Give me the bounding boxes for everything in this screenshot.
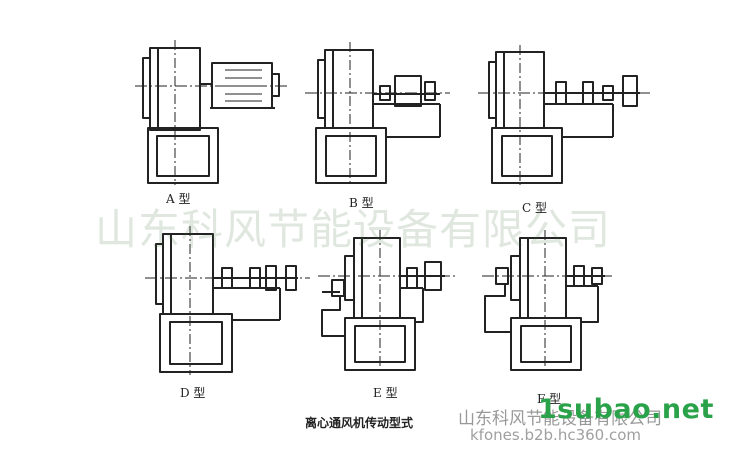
fan-casing-b <box>317 42 374 185</box>
label-type-b: B 型 <box>349 196 374 210</box>
fan-type-e <box>318 230 455 372</box>
label-type-e: E 型 <box>373 386 398 400</box>
fan-casing-a <box>142 40 201 185</box>
label-type-c: C 型 <box>522 201 547 215</box>
fan-type-a <box>135 40 290 185</box>
fan-base-f <box>510 317 582 371</box>
right-drive-f <box>566 265 605 323</box>
label-type-f: F 型 <box>537 392 562 406</box>
background-watermark: 山东科风节能设备有限公司 <box>95 205 612 254</box>
label-type-a: A 型 <box>166 192 191 206</box>
left-bearing-e <box>321 279 345 337</box>
fan-base-a <box>147 127 219 184</box>
fan-casing-c <box>488 45 545 185</box>
fan-base-b <box>315 127 387 184</box>
company-watermark: 山东科风节能设备有限公司 <box>458 409 662 429</box>
brand-watermark: 1subao.net <box>538 394 714 425</box>
fan-type-b <box>305 42 450 185</box>
fan-type-f <box>482 230 612 372</box>
fan-type-d <box>145 226 310 375</box>
fan-base-e <box>344 317 416 371</box>
fan-base-d <box>159 313 233 373</box>
fan-type-c <box>478 45 650 185</box>
right-drive-e <box>400 261 445 323</box>
figure-caption: 离心通风机传动型式 <box>305 416 414 430</box>
left-bearing-f <box>484 267 511 333</box>
label-type-d: D 型 <box>180 386 206 400</box>
bearing-drive-d <box>213 265 298 321</box>
fan-base-c <box>491 127 563 184</box>
url-watermark: kfones.b2b.hc360.com <box>470 426 642 444</box>
